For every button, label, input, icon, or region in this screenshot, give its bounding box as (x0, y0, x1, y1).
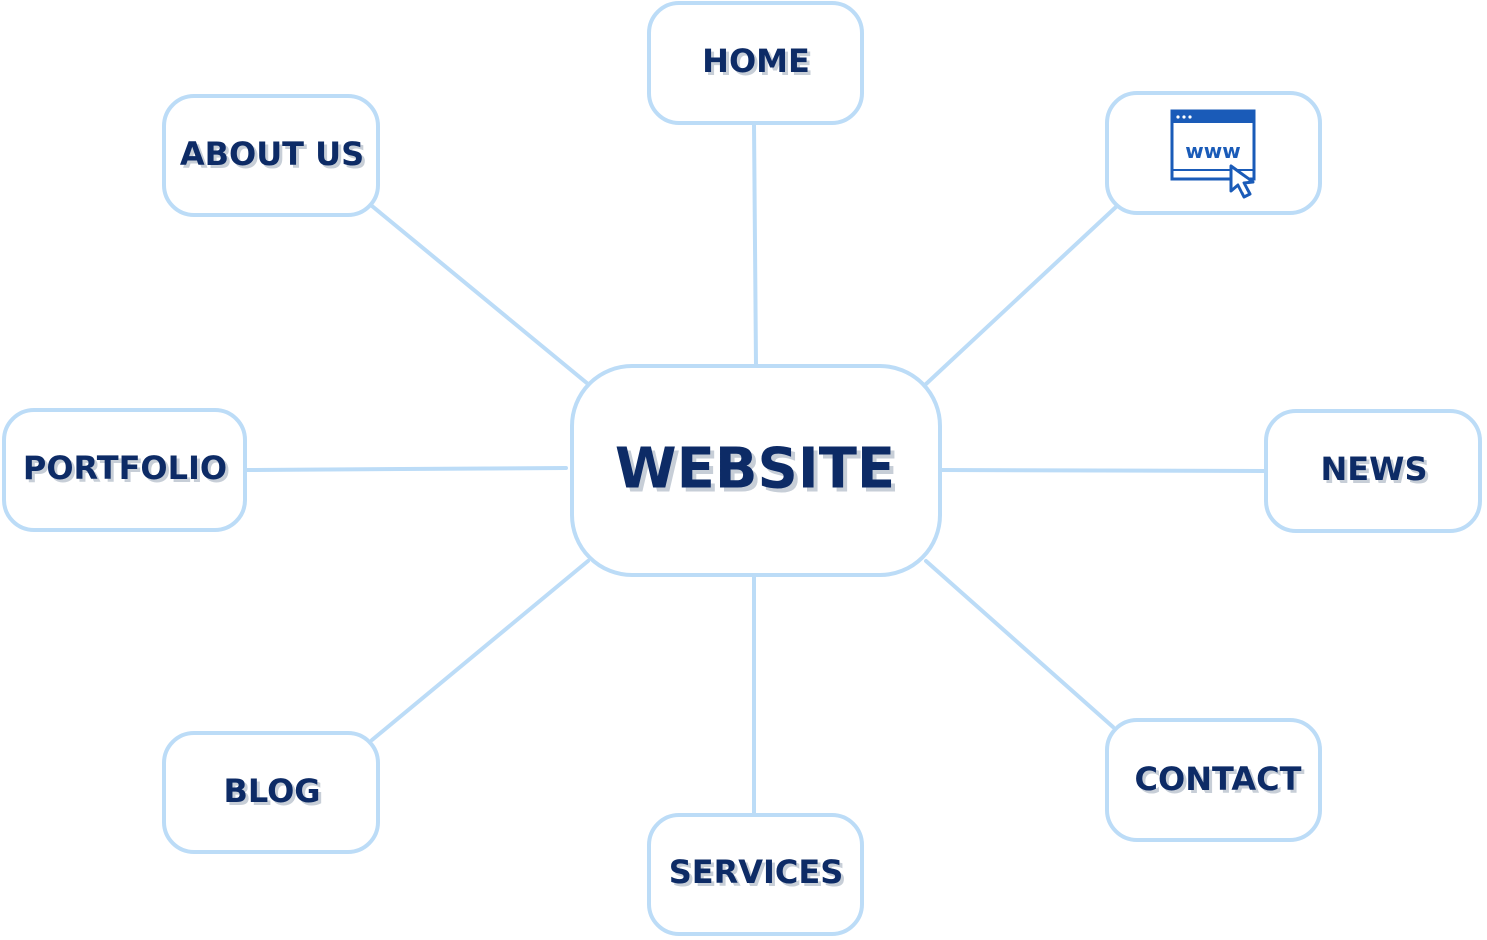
edge-center-about (370, 204, 590, 386)
edge-center-blog (370, 559, 590, 742)
edge-center-news (939, 468, 1268, 473)
node-home: HOME HOME (647, 1, 864, 125)
edge-center-home (752, 122, 758, 368)
node-services: SERVICES SERVICES (647, 813, 864, 936)
blog-label-shadow: BLOG (226, 775, 323, 813)
contact-label-shadow: CONTACT (1138, 763, 1305, 801)
about-label: ABOUT US (180, 135, 364, 173)
www-icon-text: www (1185, 139, 1240, 163)
node-blog: BLOG BLOG (162, 731, 380, 854)
edge-center-contact (924, 559, 1115, 729)
home-label: HOME (702, 42, 810, 80)
services-label-shadow: SERVICES (672, 856, 847, 894)
www-browser-cursor-icon: www (1170, 109, 1256, 199)
portfolio-label: PORTFOLIO (23, 449, 227, 487)
node-about-us: ABOUT US ABOUT US (162, 94, 380, 217)
services-label: SERVICES (669, 853, 844, 891)
edge-center-www (924, 204, 1119, 386)
center-label: WEBSITE (615, 437, 895, 502)
connectors (244, 122, 1268, 817)
news-label-shadow: NEWS (1324, 453, 1431, 491)
node-news: NEWS NEWS (1264, 409, 1482, 533)
center-label-shadow: WEBSITE (619, 441, 899, 506)
node-www: www (1105, 91, 1322, 215)
node-contact: CONTACT CONTACT (1105, 718, 1322, 842)
contact-label: CONTACT (1135, 760, 1302, 798)
blog-label: BLOG (223, 772, 320, 810)
news-label: NEWS (1321, 450, 1428, 488)
about-label-shadow: ABOUT US (183, 138, 367, 176)
portfolio-label-shadow: PORTFOLIO (26, 452, 230, 490)
node-center-website: WEBSITE WEBSITE (570, 364, 942, 577)
node-portfolio: PORTFOLIO PORTFOLIO (2, 408, 247, 532)
edge-center-portfolio (244, 466, 568, 472)
home-label-shadow: HOME (705, 45, 813, 83)
